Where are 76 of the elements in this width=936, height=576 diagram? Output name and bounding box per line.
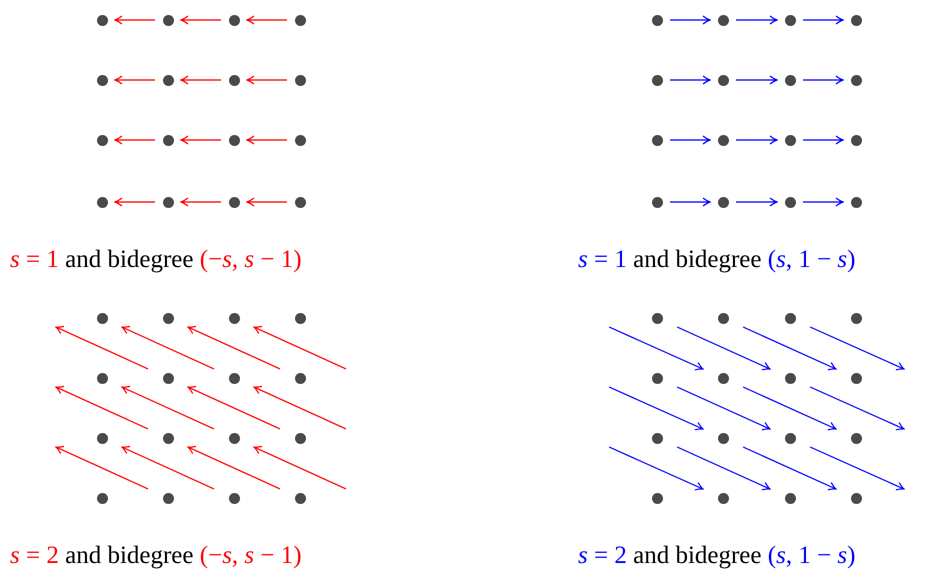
dot — [96, 312, 108, 324]
dot — [652, 372, 662, 384]
equation-text: s = 2 — [10, 542, 59, 569]
equation-text: s = 1 — [10, 246, 59, 273]
dot — [162, 312, 174, 324]
dot — [294, 134, 306, 146]
bidegree-text: (s, 1 − s) — [768, 246, 856, 273]
dot — [850, 74, 862, 86]
dot — [652, 14, 662, 26]
dot — [652, 74, 662, 86]
dot — [96, 14, 108, 26]
dot — [850, 196, 862, 208]
caption-text: and bidegree — [633, 246, 762, 273]
dot — [96, 372, 108, 384]
dot — [96, 134, 108, 146]
dot — [228, 196, 240, 208]
dot — [784, 492, 796, 504]
dot — [652, 196, 662, 208]
dot — [718, 196, 728, 208]
dot — [850, 372, 862, 384]
dot — [294, 14, 306, 26]
dot — [228, 372, 240, 384]
dot — [784, 196, 796, 208]
dot — [718, 134, 728, 146]
dot — [294, 372, 306, 384]
dot — [784, 432, 796, 444]
equation-text: s = 1 — [578, 246, 627, 273]
dot — [162, 432, 174, 444]
dot — [294, 196, 306, 208]
caption-text: and bidegree — [65, 246, 194, 273]
bidegree-text: (s, 1 − s) — [768, 542, 856, 569]
caption-text: and bidegree — [65, 542, 194, 569]
dot — [162, 492, 174, 504]
dot — [228, 312, 240, 324]
dot — [294, 74, 306, 86]
dot — [162, 134, 174, 146]
dot — [718, 492, 728, 504]
dot — [652, 134, 662, 146]
dot — [784, 74, 796, 86]
dot — [850, 14, 862, 26]
bidegree-text: (−s, s − 1) — [200, 542, 302, 569]
dot — [162, 74, 174, 86]
caption-text: and bidegree — [633, 542, 762, 569]
dot — [718, 14, 728, 26]
dot — [850, 134, 862, 146]
dot — [228, 134, 240, 146]
bidegree-text: (−s, s − 1) — [200, 246, 302, 273]
dot — [294, 492, 306, 504]
dot — [162, 196, 174, 208]
dot — [228, 432, 240, 444]
dot — [718, 312, 728, 324]
dot — [784, 372, 796, 384]
dot — [850, 492, 862, 504]
dot — [294, 432, 306, 444]
dot — [652, 492, 662, 504]
equation-text: s = 2 — [578, 542, 627, 569]
dot — [96, 432, 108, 444]
dot — [228, 14, 240, 26]
dot — [784, 312, 796, 324]
dot — [850, 432, 862, 444]
dot — [784, 14, 796, 26]
dot — [652, 312, 662, 324]
dot — [228, 492, 240, 504]
dot — [96, 492, 108, 504]
dot — [162, 372, 174, 384]
dot — [718, 372, 728, 384]
dot — [718, 432, 728, 444]
dot — [96, 74, 108, 86]
dot — [652, 432, 662, 444]
dot — [850, 312, 862, 324]
dot — [96, 196, 108, 208]
dot — [718, 74, 728, 86]
dot — [228, 74, 240, 86]
dot — [162, 14, 174, 26]
dot — [784, 134, 796, 146]
dot — [294, 312, 306, 324]
